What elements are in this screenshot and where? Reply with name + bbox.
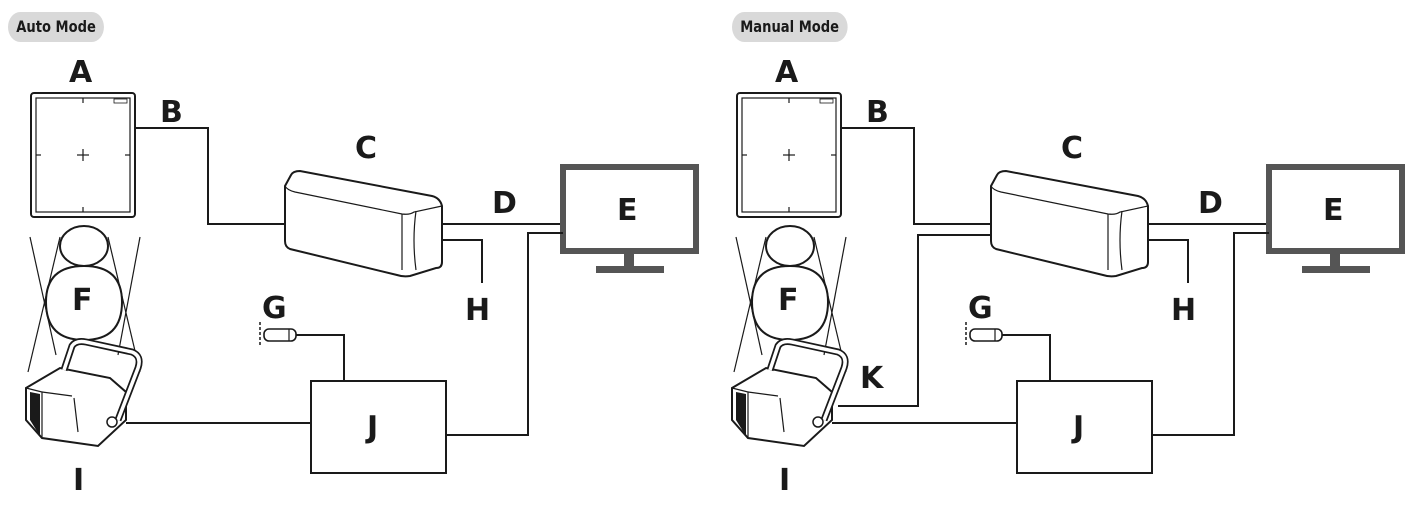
monitor-icon: [560, 164, 699, 273]
detector-panel-icon: [736, 92, 842, 218]
box-J: [1016, 380, 1153, 474]
label-C: C: [1061, 131, 1083, 166]
manual-mode-panel: A B C D H K: [731, 55, 1405, 498]
label-B: B: [866, 95, 889, 130]
label-E: E: [1323, 193, 1344, 228]
cable-K: [838, 234, 991, 407]
label-F: F: [72, 283, 93, 318]
label-D: D: [1198, 186, 1223, 221]
cable-J-E: [446, 232, 563, 436]
cable-B: [841, 127, 991, 225]
detector-panel-icon: [30, 92, 136, 218]
label-B: B: [160, 95, 183, 130]
auto-mode-panel: A B C D H E: [25, 55, 699, 498]
label-I: I: [779, 463, 790, 498]
cable-H: [1148, 239, 1189, 283]
label-J: J: [1071, 410, 1084, 445]
label-F: F: [778, 283, 799, 318]
control-box-icon: [284, 169, 443, 278]
label-J: J: [365, 410, 378, 445]
label-G: G: [968, 291, 993, 326]
label-E: E: [617, 193, 638, 228]
monitor-icon: [1266, 164, 1405, 273]
cable-H: [442, 239, 483, 283]
auto-mode-badge: Auto Mode: [8, 12, 105, 42]
label-H: H: [1171, 293, 1196, 328]
label-A: A: [69, 55, 93, 90]
patient-icon: [733, 225, 847, 373]
hand-switch-icon: [965, 322, 1051, 381]
box-J: [310, 380, 447, 474]
label-G: G: [262, 291, 287, 326]
xray-generator-icon: [731, 338, 849, 448]
label-H: H: [465, 293, 490, 328]
patient-icon: [27, 225, 141, 373]
label-C: C: [355, 131, 377, 166]
label-I: I: [73, 463, 84, 498]
cable-J-E: [1152, 232, 1269, 436]
label-D: D: [492, 186, 517, 221]
manual-mode-badge: Manual Mode: [732, 12, 848, 42]
control-box-icon: [990, 169, 1149, 278]
xray-generator-icon: [25, 338, 143, 448]
label-K: K: [860, 361, 885, 396]
cable-B: [135, 127, 285, 225]
hand-switch-icon: [259, 322, 345, 381]
label-A: A: [775, 55, 799, 90]
